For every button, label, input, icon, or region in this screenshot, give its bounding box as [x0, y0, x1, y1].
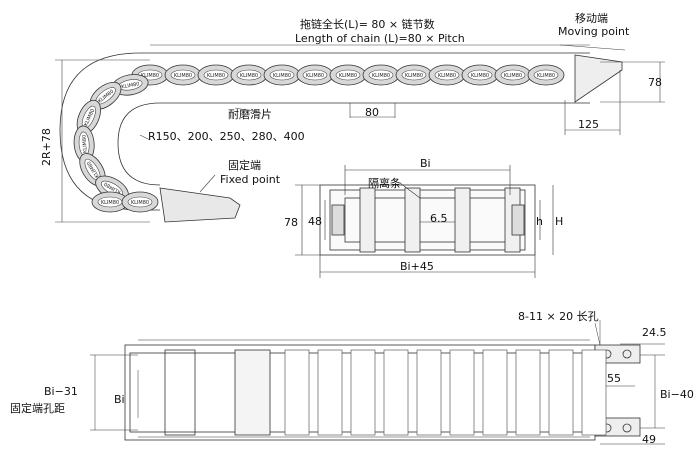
- dim-49: 49: [642, 433, 656, 446]
- slot-hole-label: 8-11 × 20 长孔: [518, 310, 599, 323]
- section-bi-plus-45: Bi+45: [400, 260, 434, 273]
- chain-link: KLIM80: [164, 64, 202, 86]
- section-h: h: [536, 215, 543, 228]
- bottom-plan-view: [90, 320, 665, 445]
- chain-link: KLIM80: [112, 74, 149, 96]
- section-outer-frame: [319, 184, 536, 256]
- dimension-lines: [55, 44, 665, 223]
- link-cell: [449, 349, 475, 436]
- chain-link: KLIM80: [91, 191, 129, 213]
- moving-label-cn: 移动端: [575, 12, 608, 25]
- radius-list: R150、200、250、280、400: [148, 130, 305, 143]
- section-bi: Bi: [420, 157, 431, 170]
- bi-minus-31: Bi−31: [44, 385, 78, 398]
- length-label-cn: 拖链全长(L)= 80 × 链节数: [300, 17, 435, 31]
- section-dim-78: 78: [284, 216, 298, 229]
- chain-link: KLIM80: [73, 125, 95, 163]
- section-dim-6-5: 6.5: [430, 212, 448, 225]
- dim-125: 125: [578, 118, 599, 131]
- dim-78-right: 78: [648, 76, 662, 89]
- link-marking: KLIM80: [141, 73, 159, 79]
- chain-link: KLIM80: [527, 64, 565, 86]
- bottom-bi: Bi: [114, 393, 125, 406]
- fixed-bracket: [159, 187, 241, 223]
- section-H: H: [555, 215, 563, 228]
- moving-label-en: Moving point: [558, 25, 630, 38]
- moving-bracket: [574, 54, 623, 103]
- bi-minus-40: Bi−40: [660, 388, 694, 401]
- chain-link: KLIM80: [362, 64, 400, 86]
- link-cell: [284, 349, 310, 436]
- two-r-label: 2R+78: [40, 128, 53, 166]
- annotation-texts: 拖链全长(L)= 80 × 链节数 Length of chain (L)=80…: [10, 12, 694, 446]
- link-cell: [350, 349, 376, 436]
- link-marking: KLIM80: [240, 73, 258, 79]
- fixed-label-en: Fixed point: [220, 173, 281, 186]
- dim-80: 80: [365, 106, 379, 119]
- link-cell: [581, 349, 607, 436]
- link-marking: KLIM80: [131, 200, 149, 206]
- link-cell: [416, 349, 442, 436]
- chain-link: KLIM80: [197, 64, 235, 86]
- cross-section-view: [295, 165, 554, 278]
- link-cell: [482, 349, 508, 436]
- section-dim-48: 48: [308, 215, 322, 228]
- fixed-label-cn: 固定端: [228, 158, 261, 172]
- chain-inner-envelope: [117, 102, 590, 186]
- bottom-link-cells: [284, 349, 607, 436]
- link-marking: KLIM80: [207, 73, 225, 79]
- link-cell: [317, 349, 343, 436]
- fixed-hole-distance: 固定端孔距: [10, 401, 65, 415]
- chain-link: KLIM80: [329, 64, 367, 86]
- chain-link: KLIM80: [296, 64, 334, 86]
- chain-link: KLIM80: [121, 191, 159, 213]
- link-marking: KLIM80: [438, 73, 456, 79]
- chain-link: KLIM80: [461, 64, 499, 86]
- link-marking: KLIM80: [405, 73, 423, 79]
- dim-24-5: 24.5: [642, 326, 667, 339]
- link-marking: KLIM80: [471, 73, 489, 79]
- link-marking: KLIM80: [273, 73, 291, 79]
- link-marking: KLIM80: [372, 73, 390, 79]
- chain-link: KLIM80: [230, 64, 268, 86]
- chain-link: KLIM80: [428, 64, 466, 86]
- link-marking: KLIM80: [306, 73, 324, 79]
- dim-55: 55: [607, 372, 621, 385]
- chain-link: KLIM80: [494, 64, 532, 86]
- chain-link: KLIM80: [395, 64, 433, 86]
- chain-link: KLIM80: [263, 64, 301, 86]
- link-cell: [515, 349, 541, 436]
- link-cell: [548, 349, 574, 436]
- link-marking: KLIM80: [101, 200, 119, 206]
- separator-label: 隔离条: [368, 176, 401, 190]
- link-marking: KLIM80: [339, 73, 357, 79]
- wear-slider-label: 耐磨滑片: [228, 108, 272, 121]
- length-label-en: Length of chain (L)=80 × Pitch: [295, 32, 465, 45]
- link-marking: KLIM80: [504, 73, 522, 79]
- link-marking: KLIM80: [537, 73, 555, 79]
- link-marking: KLIM80: [82, 135, 89, 154]
- link-cell: [383, 349, 409, 436]
- link-marking: KLIM80: [174, 73, 192, 79]
- link-marking: KLIM80: [121, 81, 140, 90]
